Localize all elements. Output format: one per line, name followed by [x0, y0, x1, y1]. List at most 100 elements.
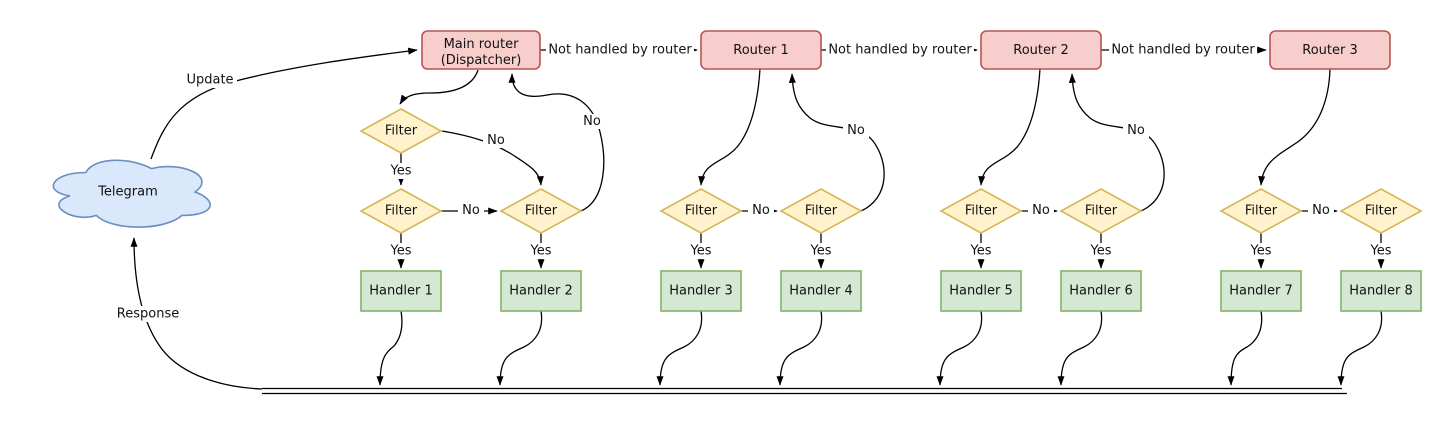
handler-3-label: Handler 3	[669, 284, 733, 299]
handler-7-box	[1220, 270, 1302, 312]
handler-8-box	[1340, 270, 1422, 312]
edge-label-backgrounds	[115, 42, 1396, 322]
filter-label-1: Filter	[385, 204, 418, 219]
filter-diamond-1	[359, 188, 443, 234]
filter-label-8: Filter	[1365, 204, 1398, 219]
label-bg	[1123, 123, 1149, 138]
handler-1-box	[360, 270, 442, 312]
dispatcher-box	[421, 30, 541, 70]
label-bg	[966, 243, 996, 259]
yes-label-2: Yes	[530, 244, 552, 259]
handler-1-label: Handler 1	[369, 284, 433, 299]
filter-label-2: Filter	[525, 204, 558, 219]
router-3-box	[1269, 30, 1391, 70]
label-bg	[526, 243, 556, 259]
filter-diamond-3	[659, 188, 743, 234]
handler7-to-bus-edge	[1227, 310, 1263, 386]
label-bg	[386, 163, 416, 179]
label-bg	[1086, 243, 1116, 259]
router1-to-filter-edge	[698, 68, 761, 186]
handler-4-box	[780, 270, 862, 312]
yes-label-4: Yes	[810, 244, 832, 259]
router1-no-return-edge	[788, 73, 885, 212]
telegram-label: Telegram	[97, 185, 158, 200]
label-bg	[843, 123, 869, 138]
no-label-dispatcher-return: No	[583, 114, 601, 129]
label-bg	[806, 243, 836, 259]
router2-no-return-edge	[1068, 73, 1165, 212]
no-label-router2-return: No	[1127, 123, 1145, 138]
telegram-cloud	[52, 159, 211, 228]
yes-label-0: Yes	[390, 164, 412, 179]
no-label-filter0: No	[487, 133, 505, 148]
handler8-to-bus-edge	[1337, 310, 1383, 386]
update-edge	[150, 47, 418, 160]
handler-6-box	[1060, 270, 1142, 312]
label-bg	[1109, 42, 1257, 58]
label-bg	[458, 203, 484, 218]
dispatcher-to-filter-edge	[399, 69, 479, 105]
handler4-to-bus-edge	[776, 310, 823, 386]
label-bg	[115, 306, 182, 322]
handler6-to-bus-edge	[1057, 310, 1103, 386]
filter-label-6: Filter	[1085, 204, 1118, 219]
handler-3-box	[660, 270, 742, 312]
filter-diamond-6	[1059, 188, 1143, 234]
label-bg	[748, 203, 774, 218]
texts: Telegram Update Response Main router (Di…	[97, 37, 1413, 322]
filter-label-5: Filter	[965, 204, 998, 219]
edges	[130, 46, 1385, 395]
handler-5-label: Handler 5	[949, 284, 1013, 299]
label-bg	[826, 42, 974, 58]
not-handled-label-3: Not handled by router	[1111, 43, 1255, 58]
yes-label-3: Yes	[690, 244, 712, 259]
filter-label-4: Filter	[805, 204, 838, 219]
handler-2-label: Handler 2	[509, 284, 573, 299]
handler2-to-bus-edge	[496, 310, 543, 386]
no-label-router1-return: No	[847, 123, 865, 138]
handler-4-label: Handler 4	[789, 284, 853, 299]
filter-label-3: Filter	[685, 204, 718, 219]
filter-label-0: Filter	[385, 124, 418, 139]
label-bg	[686, 243, 716, 259]
update-label: Update	[186, 73, 233, 88]
label-bg	[184, 72, 237, 88]
filter-diamond-2	[499, 188, 583, 234]
label-bg	[1028, 203, 1054, 218]
yes-label-5: Yes	[970, 244, 992, 259]
label-bg	[1366, 243, 1396, 259]
no-label-pair-3: No	[1032, 203, 1050, 218]
router-2-label: Router 2	[1013, 43, 1069, 58]
yes-label-1: Yes	[390, 244, 412, 259]
filter2-no-return-edge	[508, 73, 605, 212]
filter-label-7: Filter	[1245, 204, 1278, 219]
filter-diamond-0	[359, 108, 443, 154]
label-bg	[483, 133, 509, 148]
filter-diamond-8	[1339, 188, 1423, 234]
handler-6-label: Handler 6	[1069, 284, 1133, 299]
no-label-pair-2: No	[752, 203, 770, 218]
label-bg	[546, 42, 694, 58]
filter-diamond-4	[779, 188, 863, 234]
not-handled-label-2: Not handled by router	[828, 43, 972, 58]
handler-7-label: Handler 7	[1229, 284, 1293, 299]
dispatcher-label-line1: Main router	[444, 37, 520, 52]
handler-2-box	[500, 270, 582, 312]
filter0-no-edge	[441, 130, 544, 186]
handler-5-box	[940, 270, 1022, 312]
router2-to-filter-edge	[978, 68, 1041, 186]
filter-diamond-7	[1219, 188, 1303, 234]
response-label: Response	[117, 307, 179, 322]
handler1-to-bus-edge	[376, 310, 403, 386]
label-bg	[1308, 203, 1334, 218]
label-bg	[579, 114, 605, 129]
router-2-box	[980, 30, 1102, 70]
yes-label-7: Yes	[1250, 244, 1272, 259]
handler5-to-bus-edge	[936, 310, 983, 386]
yes-label-6: Yes	[1090, 244, 1112, 259]
handler3-to-bus-edge	[656, 310, 703, 386]
filter-diamond-5	[939, 188, 1023, 234]
no-label-pair-1: No	[462, 203, 480, 218]
